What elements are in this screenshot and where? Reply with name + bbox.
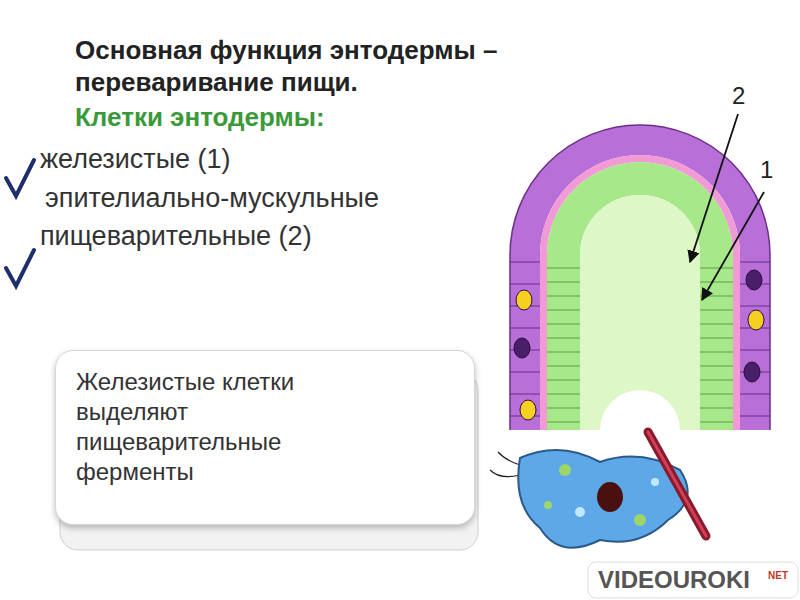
leader-line [702, 192, 764, 300]
cell-border [547, 380, 580, 381]
ectoderm-cell [748, 310, 764, 330]
box-text: Железистые клетки выделяют пищеварительн… [56, 351, 396, 503]
check-mark [6, 160, 34, 196]
cell-border [547, 352, 580, 353]
cell-border [740, 262, 770, 263]
callout-box: Железистые клетки выделяют пищеварительн… [55, 350, 475, 525]
cell-border [700, 310, 733, 311]
body-wall [510, 125, 770, 430]
cell-border [547, 338, 580, 339]
cell-border [547, 282, 580, 283]
callout-number: 2 [732, 82, 745, 111]
list-item: пищеварительные (2) [40, 220, 312, 252]
cell-border [510, 328, 540, 329]
endoderm [564, 179, 717, 431]
gastral-cavity [580, 195, 700, 430]
cell-border [547, 324, 580, 325]
cell-border [740, 350, 770, 351]
slide-title: Основная функция энтодермы – перевариван… [75, 34, 545, 98]
list-item: эпителиально-мускульные [45, 182, 379, 214]
cell-border [700, 408, 733, 409]
cell-border [700, 268, 733, 269]
watermark-plate [588, 562, 798, 598]
watermark: VIDEOUROKI [598, 566, 750, 595]
wall-outline [510, 125, 770, 430]
mesoglea [544, 159, 737, 430]
cell-border [700, 422, 733, 423]
cell-border [510, 394, 540, 395]
ectoderm-cell [744, 362, 760, 382]
cell-border [740, 394, 770, 395]
ectoderm-cell [516, 290, 532, 310]
cell-border [700, 338, 733, 339]
callout-number: 1 [760, 156, 773, 185]
ectoderm-cell [746, 270, 762, 290]
leader-line [690, 114, 738, 262]
cell-border [700, 352, 733, 353]
cell-border [700, 380, 733, 381]
subheading: Клетки энтодермы: [75, 102, 325, 133]
cell-border [740, 416, 770, 417]
cell-border [510, 284, 540, 285]
cell-border [547, 296, 580, 297]
watermark: NET [768, 570, 788, 582]
cell-border [547, 408, 580, 409]
cell-border [510, 372, 540, 373]
cell-border [700, 282, 733, 283]
cell-border [510, 262, 540, 263]
cell-border [547, 366, 580, 367]
cell-border [547, 310, 580, 311]
mouth-opening [600, 390, 680, 430]
ectoderm-cell [520, 400, 536, 420]
digestive-cell-figure [490, 432, 706, 548]
cell-border [700, 394, 733, 395]
cell-border [547, 394, 580, 395]
cell-border [547, 268, 580, 269]
cell-border [547, 422, 580, 423]
ectoderm-cell [514, 338, 530, 358]
check-mark [6, 250, 34, 286]
list-item: железистые (1) [40, 143, 231, 175]
cell-border [700, 366, 733, 367]
cell-border [700, 324, 733, 325]
cell-border [740, 306, 770, 307]
ectoderm [525, 140, 755, 430]
